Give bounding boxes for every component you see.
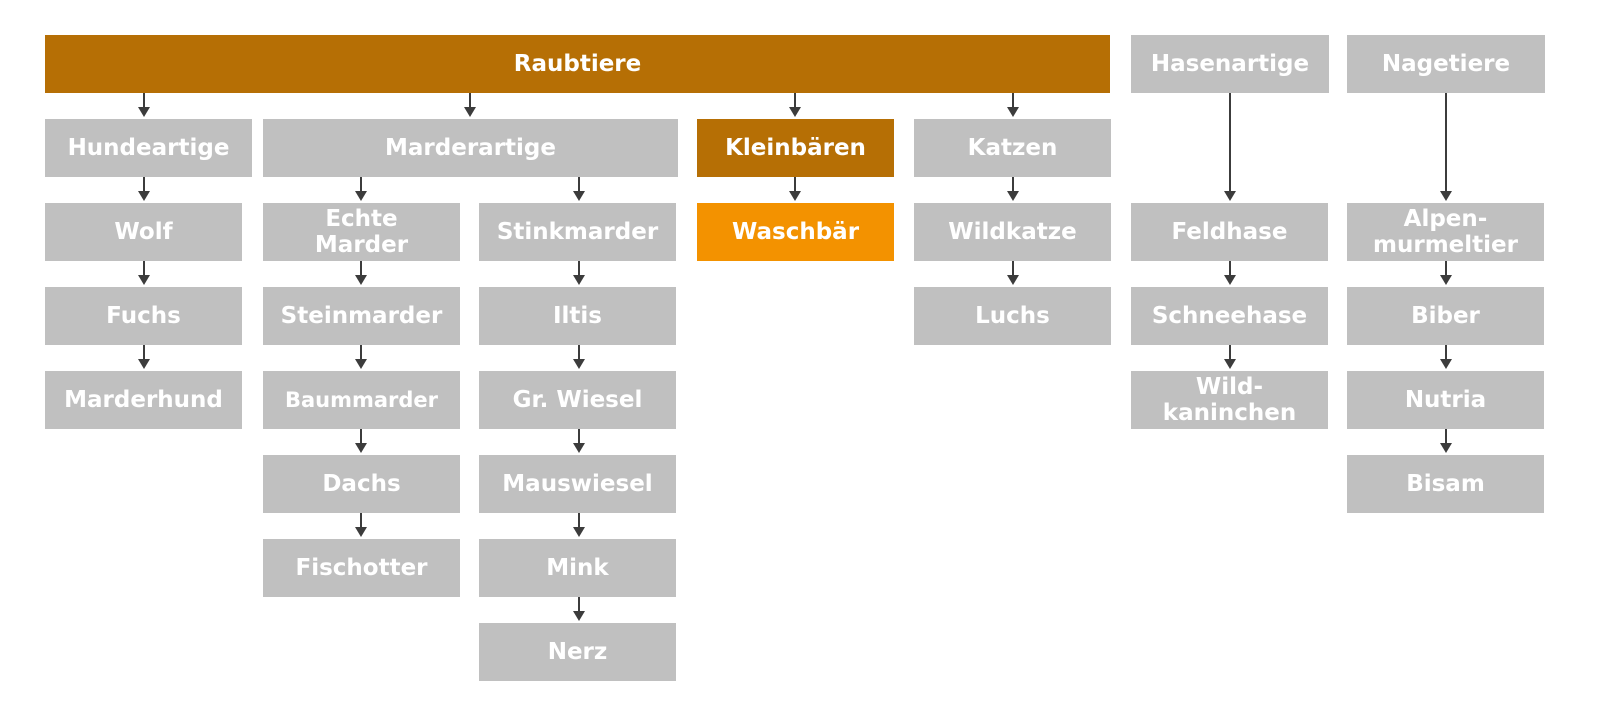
node-dachs: Dachs (263, 455, 460, 513)
node-stinkmarder: Stinkmarder (479, 203, 676, 261)
node-nutria: Nutria (1347, 371, 1544, 429)
connector-arrows (138, 93, 1452, 621)
node-iltis: Iltis (479, 287, 676, 345)
node-wolf: Wolf (45, 203, 242, 261)
node-waschbaer: Waschbär (697, 203, 894, 261)
node-mauswiesel: Mauswiesel (479, 455, 676, 513)
node-fuchs: Fuchs (45, 287, 242, 345)
node-wildkaninchen: Wild- kaninchen (1131, 371, 1328, 429)
node-katzen: Katzen (914, 119, 1111, 177)
node-schneehase: Schneehase (1131, 287, 1328, 345)
node-hasenartige: Hasenartige (1131, 35, 1329, 93)
node-mink: Mink (479, 539, 676, 597)
node-biber: Biber (1347, 287, 1544, 345)
node-luchs: Luchs (914, 287, 1111, 345)
node-kleinbaeren: Kleinbären (697, 119, 894, 177)
node-nerz: Nerz (479, 623, 676, 681)
node-wildkatze: Wildkatze (914, 203, 1111, 261)
node-marderartige: Marderartige (263, 119, 678, 177)
node-gr-wiesel: Gr. Wiesel (479, 371, 676, 429)
node-feldhase: Feldhase (1131, 203, 1328, 261)
node-alpenmurmeltier: Alpen- murmeltier (1347, 203, 1544, 261)
node-echte-marder: Echte Marder (263, 203, 460, 261)
node-steinmarder: Steinmarder (263, 287, 460, 345)
node-marderhund: Marderhund (45, 371, 242, 429)
node-raubtiere: Raubtiere (45, 35, 1110, 93)
node-bisam: Bisam (1347, 455, 1544, 513)
node-nagetiere: Nagetiere (1347, 35, 1545, 93)
node-hundeartige: Hundeartige (45, 119, 252, 177)
node-fischotter: Fischotter (263, 539, 460, 597)
node-baummarder: Baummarder (263, 371, 460, 429)
